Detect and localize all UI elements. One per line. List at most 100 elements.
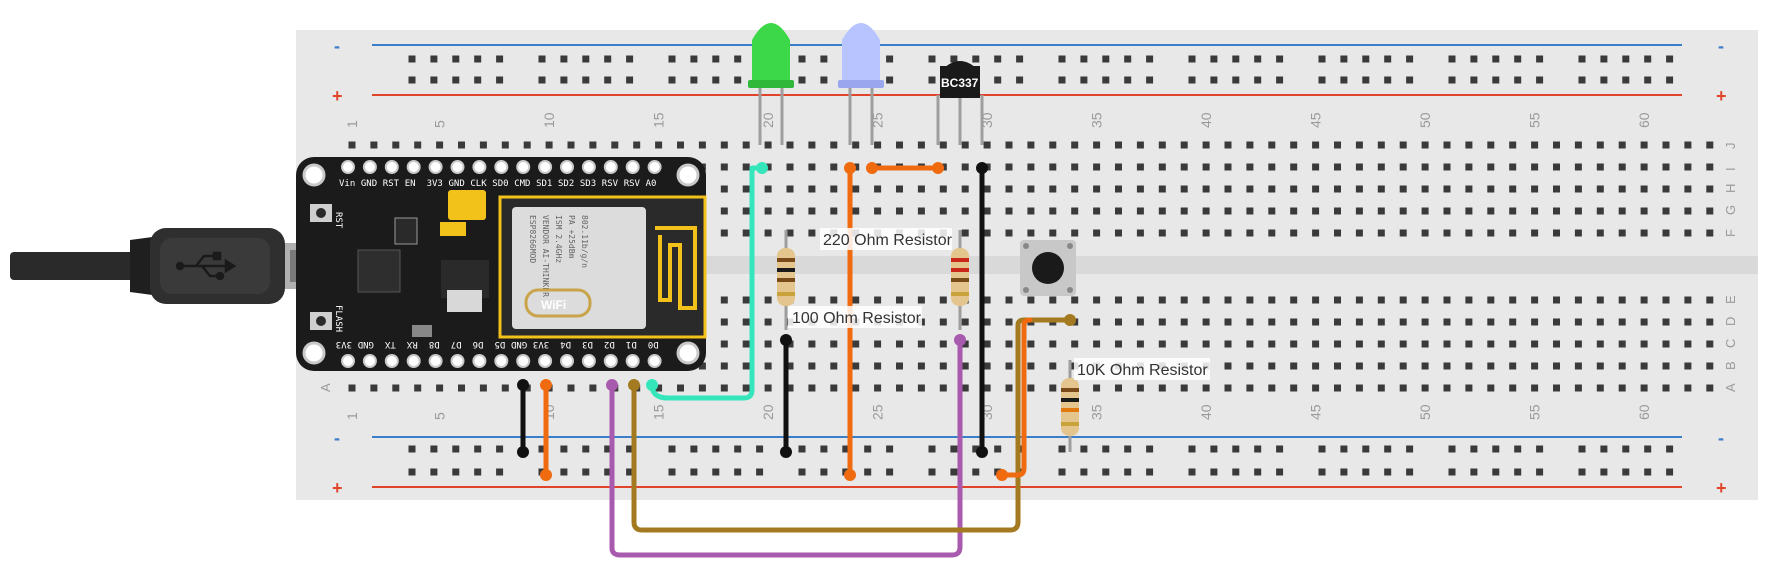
hole [1574, 318, 1582, 326]
column-number-top: 20 [760, 112, 776, 128]
hole [808, 141, 816, 149]
rail-hole [1578, 468, 1586, 476]
rst-button[interactable] [310, 204, 332, 222]
column-number-top: 5 [432, 120, 448, 128]
hole [1202, 318, 1210, 326]
mcu-pin-label-top: RSV [602, 179, 619, 189]
hole [1093, 141, 1101, 149]
hole [1224, 185, 1232, 193]
rail-hole [626, 445, 634, 453]
hole [1399, 207, 1407, 215]
mcu-pin-top [603, 160, 618, 174]
hole [1596, 340, 1604, 348]
mcu-pin-bottom [341, 354, 355, 368]
rail-hole [820, 468, 828, 476]
flash-button[interactable] [310, 312, 332, 330]
hole [961, 207, 969, 215]
hole [1355, 318, 1363, 326]
hole [852, 362, 860, 370]
mcu-pin-top [647, 160, 662, 174]
hole [1005, 207, 1013, 215]
hole [501, 141, 509, 149]
rail-plus-bottom-left: + [332, 478, 343, 498]
hole [1355, 229, 1363, 237]
hole [1202, 296, 1210, 304]
hole [720, 207, 728, 215]
hole [370, 384, 378, 392]
rail-hole [690, 468, 698, 476]
hole [1553, 185, 1560, 193]
row-letter-top: I [1723, 167, 1738, 171]
column-number-top: 55 [1527, 112, 1543, 128]
hole [742, 141, 750, 149]
hole [983, 141, 991, 149]
hole [1158, 207, 1166, 215]
hole [458, 384, 465, 392]
hole [983, 384, 991, 392]
hole [874, 384, 882, 392]
hole [1596, 296, 1604, 304]
rail-hole [1188, 76, 1196, 84]
hole [983, 207, 991, 215]
rail-hole [1448, 445, 1456, 453]
hole [1115, 207, 1122, 215]
rail-hole [1254, 55, 1262, 63]
mcu-pin-label-top: RSV [624, 179, 641, 189]
column-number-top: 15 [651, 112, 667, 128]
hole [983, 340, 991, 348]
hole [764, 185, 772, 193]
rail-hole [1318, 468, 1326, 476]
mcu-pin-top [450, 160, 465, 174]
hole [852, 296, 860, 304]
module-text-line: 802.11b/g/n [580, 215, 589, 268]
hole [1662, 340, 1670, 348]
hole [1377, 362, 1385, 370]
hole [1465, 340, 1473, 348]
rail-hole [1600, 445, 1608, 453]
hole [1136, 340, 1144, 348]
hole [1202, 384, 1210, 392]
hole [1421, 340, 1429, 348]
wires [520, 165, 1073, 558]
hole [1465, 141, 1473, 149]
rail-hole [1058, 55, 1066, 63]
rail-hole [560, 55, 568, 63]
hole [742, 318, 750, 326]
rail-hole [1578, 55, 1586, 63]
hole [896, 207, 903, 215]
hole [786, 229, 794, 237]
hole [1553, 362, 1560, 370]
rail-hole [994, 55, 1002, 63]
push-button[interactable] [1020, 240, 1076, 296]
hole [917, 141, 925, 149]
hole [1093, 318, 1101, 326]
hole [1115, 340, 1122, 348]
rail-hole [626, 55, 634, 63]
hole [1618, 340, 1626, 348]
hole [1509, 340, 1517, 348]
hole [1005, 318, 1013, 326]
hole [1136, 141, 1144, 149]
hole [1553, 163, 1560, 171]
column-number-bottom: 25 [870, 404, 886, 420]
hole [961, 163, 969, 171]
mcu-pin-top [581, 160, 596, 174]
hole [1377, 318, 1385, 326]
column-number-top: 60 [1636, 112, 1652, 128]
hole [1202, 207, 1210, 215]
rail-hole [1666, 55, 1674, 63]
hole [786, 362, 794, 370]
rail-hole [1514, 76, 1522, 84]
rail-hole [1058, 445, 1066, 453]
rail-hole [950, 55, 958, 63]
hole [742, 229, 750, 237]
rail-hole [560, 76, 568, 84]
bc337-transistor [936, 61, 984, 145]
hole [1706, 296, 1714, 304]
hole [1399, 163, 1407, 171]
hole [1224, 163, 1232, 171]
hole [742, 163, 750, 171]
rail-hole [626, 76, 634, 84]
hole [896, 141, 903, 149]
hole [1487, 362, 1495, 370]
